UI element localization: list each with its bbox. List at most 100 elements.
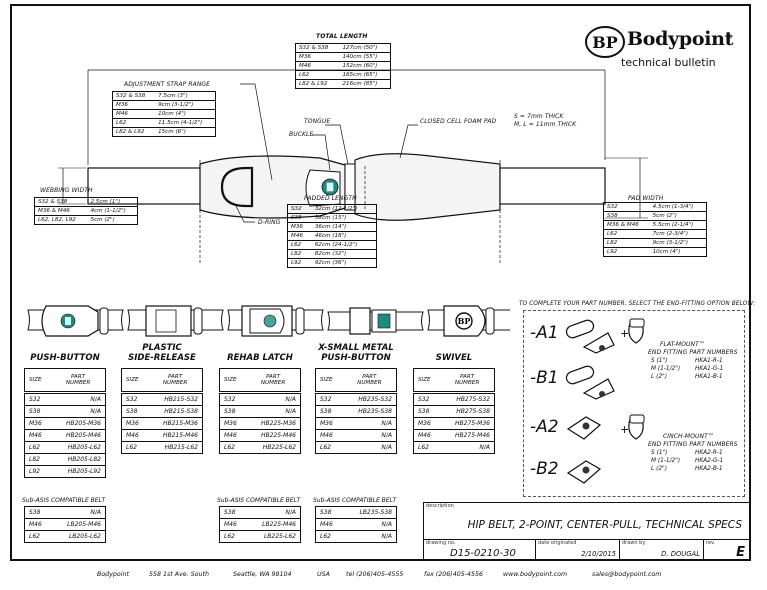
part-row: S38 HB215-S38 (121, 405, 203, 418)
fitting-size: S (1") (651, 450, 668, 456)
part-number-cell: HB215-L62 (148, 441, 203, 454)
spec-value: 5cm (2") (90, 217, 115, 223)
sub-asis-title: Sub-ASIS COMPATIBLE BELT (22, 497, 106, 504)
webbing-width-label: WEBBING WIDTH (40, 187, 93, 194)
spec-value: 165cm (65") (339, 70, 391, 80)
sub-asis-title: Sub-ASIS COMPATIBLE BELT (217, 497, 301, 504)
thickness-s-label: S = 7mm THICK (514, 113, 564, 120)
description-block: description HIP BELT, 2-POINT, CENTER-PU… (423, 502, 751, 540)
spec-size: M46 (287, 231, 312, 241)
clamp-icon-2 (628, 414, 645, 440)
part-number-cell: LB205-M46 (51, 518, 106, 531)
part-number-cell: N/A (246, 405, 301, 418)
buckle-illustrations: BP (27, 305, 510, 337)
flat-mount-b1-icon (565, 365, 615, 400)
option-a2[interactable]: -A2 (530, 417, 559, 437)
sub-asis-row: S38 N/A (24, 506, 106, 519)
option-b2[interactable]: -B2 (530, 459, 559, 479)
part-row: M46 HB215-M46 (121, 429, 203, 442)
belt-diagram (58, 69, 648, 265)
part-number-cell: HB205-L82 (51, 453, 106, 466)
spec-size: S32 (287, 204, 312, 214)
part-row: M36 N/A (315, 417, 397, 430)
swivel-buckle-icon: BP (427, 305, 510, 337)
buckle-type-title: PUSH-BUTTON (321, 353, 391, 363)
part-number-cell: HB275-S38 (440, 405, 495, 418)
part-number-cell: N/A (343, 518, 397, 531)
size-cell: S38 (315, 506, 344, 519)
size-header: SIZE (315, 368, 343, 394)
part-row: M36 HB205-M36 (24, 417, 106, 430)
part-number-cell: HB205-M46 (51, 429, 106, 442)
spec-size: L62 (112, 118, 156, 128)
option-b1[interactable]: -B1 (530, 368, 559, 388)
fitting-part-number: HKA1-B-1 (695, 374, 723, 380)
spec-size: L82 & L92 (116, 129, 145, 135)
fitting-part-number: HKA2-R-1 (695, 450, 723, 456)
buckle-type-title-line1: X-SMALL METAL (318, 343, 394, 353)
option-a1[interactable]: -A1 (530, 323, 559, 343)
brand-logo: BP (583, 25, 627, 63)
part-number-cell: HB275-S32 (440, 392, 495, 406)
date-originated: 2/10/2015 (581, 550, 616, 558)
sub-asis-row: M46 LB225-M46 (219, 518, 301, 531)
part-row: M36 HB225-M36 (219, 417, 301, 430)
footer-email[interactable]: sales@bodypoint.com (592, 571, 662, 578)
sub-asis-row: S38 LB235-S38 (315, 506, 397, 519)
size-cell: M46 (413, 429, 441, 442)
size-cell: S32 (413, 392, 441, 406)
spec-value: 4.5cm (1-3/4") (649, 202, 707, 212)
x-small-metal-push-button-icon (327, 307, 424, 335)
buckle-type-title: SIDE-RELEASE (128, 353, 196, 363)
revision: E (736, 545, 745, 560)
size-cell: S32 (121, 392, 149, 406)
spec-size: L82 (603, 238, 650, 248)
end-fitting-row: S (1") HKA1-R-1 (651, 358, 741, 366)
fitting-part-number: HKA2-G-1 (695, 458, 724, 464)
bodypoint-logo-icon: BP (585, 26, 625, 58)
size-cell: S38 (219, 405, 247, 418)
part-number-cell: N/A (246, 392, 301, 406)
flat-mount-subtitle: END FITTING PART NUMBERS (648, 349, 738, 356)
part-row: S38 HB275-S38 (413, 405, 495, 418)
size-cell: M46 (121, 429, 149, 442)
size-cell: L62 (24, 441, 52, 454)
size-cell: M46 (24, 518, 52, 531)
registered-mark: ® (727, 34, 733, 41)
part-number-cell: HB275-M36 (440, 417, 495, 430)
spec-value: 10cm (4") (652, 249, 681, 255)
svg-text:+: + (620, 327, 629, 340)
fitting-size: L (2") (651, 374, 667, 380)
spec-value: 2.5cm (1") (87, 197, 138, 207)
part-number-cell: N/A (342, 441, 397, 454)
size-cell: S38 (219, 506, 247, 519)
footer-web[interactable]: www.bodypoint.com (503, 571, 568, 578)
part-number-cell: HB205-L92 (51, 465, 106, 478)
size-cell: L62 (219, 530, 247, 543)
drawing-no-block: drawing no. D15-0210-30 (423, 539, 536, 561)
spec-size: S32 (603, 202, 650, 212)
size-header: SIZE (121, 368, 149, 394)
size-header: SIZE (413, 368, 441, 394)
flat-mount-slide-icon (565, 319, 615, 354)
footer-tel: tel (206)405-4555 (346, 571, 404, 578)
end-fitting-options-box (523, 310, 745, 497)
size-cell: M36 (24, 417, 52, 430)
size-header: SIZE (24, 368, 52, 394)
svg-text:+: + (620, 423, 629, 436)
part-number-cell: HB225-M46 (246, 429, 301, 442)
sub-asis-title: Sub-ASIS COMPATIBLE BELT (313, 497, 397, 504)
